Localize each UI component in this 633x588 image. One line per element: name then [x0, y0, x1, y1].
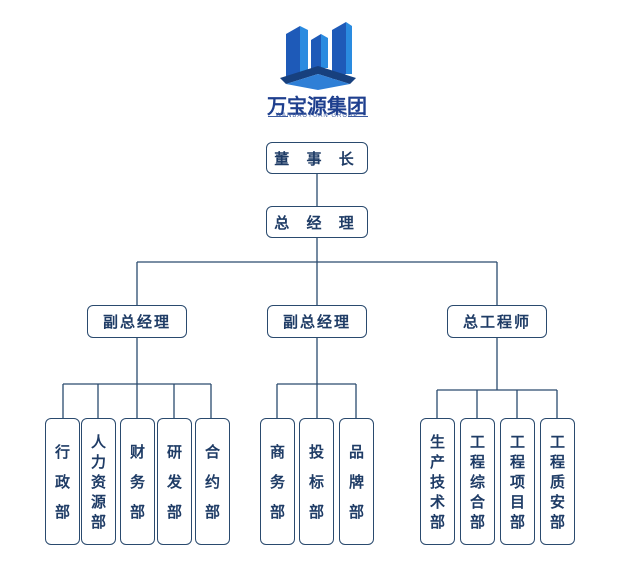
dept-char: 源 [90, 492, 106, 511]
dept-char: 资 [90, 472, 106, 491]
dept-engineering-quality-safety: 工 程 质 安 部 [540, 418, 575, 545]
dept-char: 生 [429, 432, 445, 451]
dept-char: 部 [549, 512, 565, 531]
dept-char: 工 [549, 432, 565, 451]
dept-char: 部 [509, 512, 525, 531]
dept-char: 部 [269, 502, 285, 521]
dept-char: 商 [269, 442, 285, 461]
dept-char: 部 [204, 502, 220, 521]
dept-char: 政 [54, 472, 70, 491]
dept-engineering-general: 工 程 综 合 部 [460, 418, 495, 545]
dept-production-tech: 生 产 技 术 部 [420, 418, 455, 545]
dept-char: 产 [429, 452, 445, 471]
brand-name-en: WANBAOYUAN GROUP [275, 113, 359, 119]
dept-char: 部 [348, 502, 364, 521]
dept-char: 程 [509, 452, 525, 471]
dept-business: 商 务 部 [260, 418, 295, 545]
dept-contracts: 合 约 部 [195, 418, 230, 545]
dept-brand: 品 牌 部 [339, 418, 374, 545]
node-general-manager: 总 经 理 [266, 206, 368, 238]
dept-char: 力 [90, 452, 106, 471]
dept-char: 技 [429, 472, 445, 491]
dept-char: 品 [348, 442, 364, 461]
dept-char: 牌 [348, 472, 364, 491]
dept-char: 标 [308, 472, 324, 491]
dept-char: 工 [469, 432, 485, 451]
node-chairman: 董 事 长 [266, 142, 368, 174]
dept-char: 部 [469, 512, 485, 531]
node-chief-engineer: 总工程师 [447, 305, 547, 338]
brand-name-cn: 万宝源集团 [267, 94, 367, 118]
dept-char: 人 [90, 432, 106, 451]
dept-char: 合 [469, 492, 485, 511]
dept-human-resources: 人 力 资 源 部 [81, 418, 116, 545]
dept-char: 工 [509, 432, 525, 451]
dept-engineering-projects: 工 程 项 目 部 [500, 418, 535, 545]
dept-char: 财 [129, 442, 145, 461]
dept-char: 务 [269, 472, 285, 491]
node-vice-manager-1: 副总经理 [87, 305, 187, 338]
dept-char: 程 [469, 452, 485, 471]
brand-rule-right [348, 116, 368, 117]
dept-char: 部 [54, 502, 70, 521]
dept-administration: 行 政 部 [45, 418, 80, 545]
dept-char: 部 [166, 502, 182, 521]
dept-char: 项 [509, 472, 525, 491]
dept-char: 部 [129, 502, 145, 521]
dept-char: 安 [549, 492, 565, 511]
node-vice-manager-2: 副总经理 [267, 305, 367, 338]
brand-rule-left [268, 116, 288, 117]
dept-bidding: 投 标 部 [299, 418, 334, 545]
dept-char: 合 [204, 442, 220, 461]
dept-char: 发 [166, 472, 182, 491]
dept-char: 部 [90, 512, 106, 531]
dept-char: 行 [54, 442, 70, 461]
dept-char: 研 [166, 442, 182, 461]
dept-char: 目 [509, 492, 525, 511]
dept-char: 投 [308, 442, 324, 461]
dept-char: 务 [129, 472, 145, 491]
dept-finance: 财 务 部 [120, 418, 155, 545]
dept-char: 约 [204, 472, 220, 491]
dept-char: 术 [429, 492, 445, 511]
dept-char: 综 [469, 472, 485, 491]
dept-char: 质 [549, 472, 565, 491]
dept-char: 部 [308, 502, 324, 521]
company-logo-icon [280, 22, 356, 90]
dept-research: 研 发 部 [157, 418, 192, 545]
dept-char: 部 [429, 512, 445, 531]
dept-char: 程 [549, 452, 565, 471]
